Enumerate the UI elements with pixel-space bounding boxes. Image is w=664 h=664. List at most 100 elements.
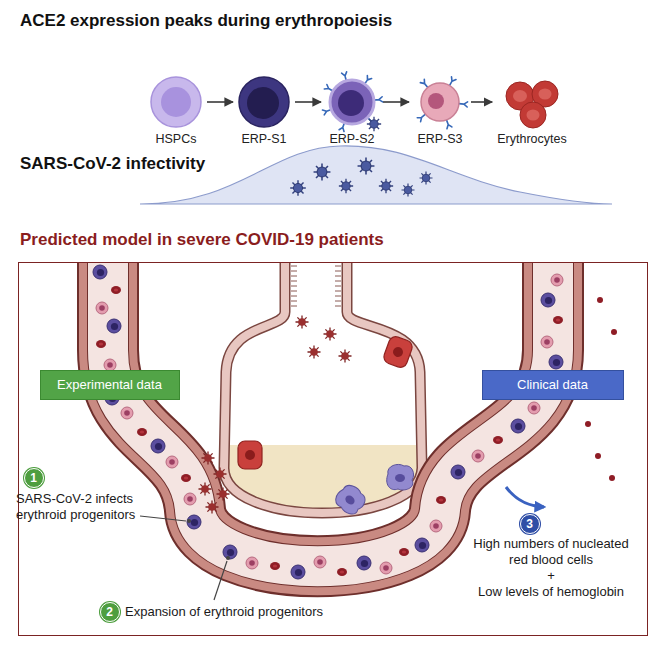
cell-shape [417,77,467,129]
stage-arrow [207,101,233,103]
virus [379,179,393,193]
blood-cell [399,548,409,556]
blood-cell [380,562,392,574]
panel-heading: Predicted model in severe COVID-19 patie… [20,230,384,250]
blood-cell [553,316,563,324]
callout-text: Low levels of hemoglobin [466,584,636,600]
virus [217,488,230,501]
capillary-wall [108,262,553,566]
virus [308,346,321,359]
red-cell-dot [585,421,591,427]
cell-picture [412,74,468,130]
callout-digit: 2 [106,606,113,618]
blood-cell [357,556,371,570]
blood-cell [551,274,563,286]
callout-number: 3 [520,514,540,534]
blood-cell [337,568,347,576]
blood-cell [314,556,326,568]
blood-cell [541,293,555,307]
cilia [291,266,341,306]
callout-digit: 3 [526,518,533,530]
virus-particles [290,158,432,197]
blood-cell [107,319,121,333]
virus [339,350,352,363]
stage-arrow [295,101,321,103]
capillary-wall [108,262,553,566]
virus [402,184,415,197]
cell-shape [239,77,289,127]
leader-dot [187,519,191,523]
virus [339,179,353,193]
blood-cell [430,520,442,532]
cell-shape [322,72,382,132]
blood-cell [541,336,553,348]
cell-label: ERP-S2 [329,132,374,146]
cell-shape [151,77,201,127]
macrophage [387,464,414,490]
red-cell-dot [595,453,601,459]
blood-cell [415,538,429,552]
blood-cell [511,419,525,433]
cell-shape [506,81,558,128]
blood-cell [151,439,165,453]
virus [314,164,331,181]
cell-label: ERP-S3 [417,132,462,146]
blood-cell [166,456,178,468]
virus [420,172,433,185]
alveolus-wall [224,262,422,513]
blood-cell [472,450,484,462]
cell-label: HSPCs [156,132,197,146]
callout-text: + [466,568,636,584]
cell-picture [497,74,567,130]
cell-node: ERP-S3 [412,74,468,146]
virus [206,501,219,514]
curved-arrow [506,487,544,507]
blood-cell [184,493,196,505]
alveolus-wall [224,262,422,513]
cell-node: HSPCs [148,74,204,146]
callout-number: 2 [100,602,120,622]
cell-node: ERP-S2 [324,74,380,146]
diagram-title: ACE2 expression peaks during erythropoie… [20,11,392,31]
leader-line [214,561,227,600]
cell-node: Erythrocytes [495,74,568,146]
capillary-lumen-edge [108,262,553,566]
virus [296,316,309,329]
blood-cell [187,515,201,529]
blood-cell [111,286,121,294]
blood-cell [246,557,258,569]
infectivity-curve [140,146,612,204]
data-tag: Experimental data [40,370,180,400]
callout-text: Expansion of erythroid progenitors [125,604,323,620]
stage-arrow [471,101,492,103]
callout-number: 1 [24,468,44,488]
virus [199,483,212,496]
blood-cell [528,402,540,414]
blood-cell [549,355,563,369]
pneumocyte [382,335,414,370]
virus [324,328,337,341]
cell-label: ERP-S1 [241,132,286,146]
leader-dot [226,556,230,560]
blood-cell [93,265,107,279]
cell-label: Erythrocytes [497,132,566,146]
blood-cell [137,428,147,436]
red-cell-dot [611,329,617,335]
callout-text: SARS-CoV-2 infects erythroid progenitors [16,491,156,523]
section-heading: SARS-CoV-2 infectivity [20,154,205,174]
blood-cell [223,545,237,559]
capillary-lumen [108,262,553,566]
pneumocyte [238,441,262,469]
virus [290,180,306,196]
blood-cell [270,562,280,570]
blood-cell [291,565,305,579]
blood-cell [96,302,108,314]
virus [202,452,215,465]
tag-text: Clinical data [517,377,588,392]
red-cell-dot [609,475,615,481]
blood-cell [96,340,106,348]
cell-picture [324,74,380,130]
cell-node: ERP-S1 [236,74,292,146]
virus [358,158,375,175]
blood-cell [451,465,465,479]
